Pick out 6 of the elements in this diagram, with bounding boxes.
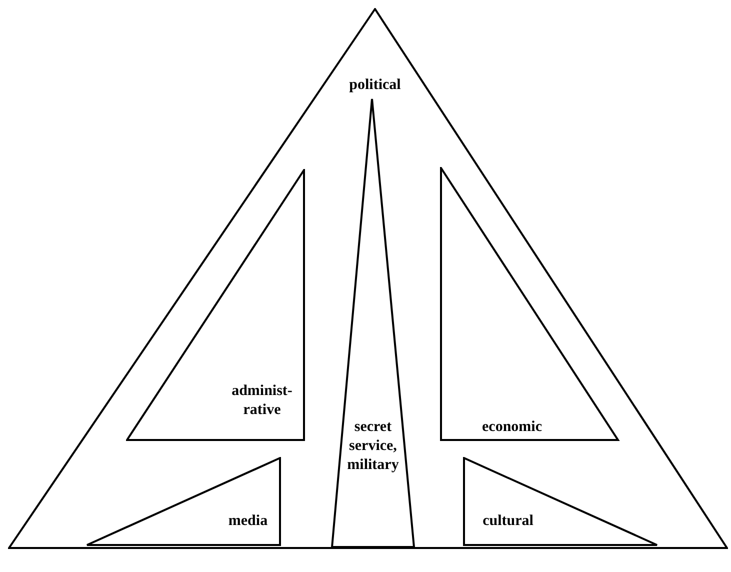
node-label: media bbox=[227, 512, 269, 531]
node-label: cultural bbox=[482, 512, 534, 531]
node-label: political bbox=[348, 76, 402, 95]
node-label: economic bbox=[481, 418, 543, 437]
node-label: secret service, military bbox=[346, 418, 400, 475]
node-label: administ-rative bbox=[230, 382, 294, 420]
